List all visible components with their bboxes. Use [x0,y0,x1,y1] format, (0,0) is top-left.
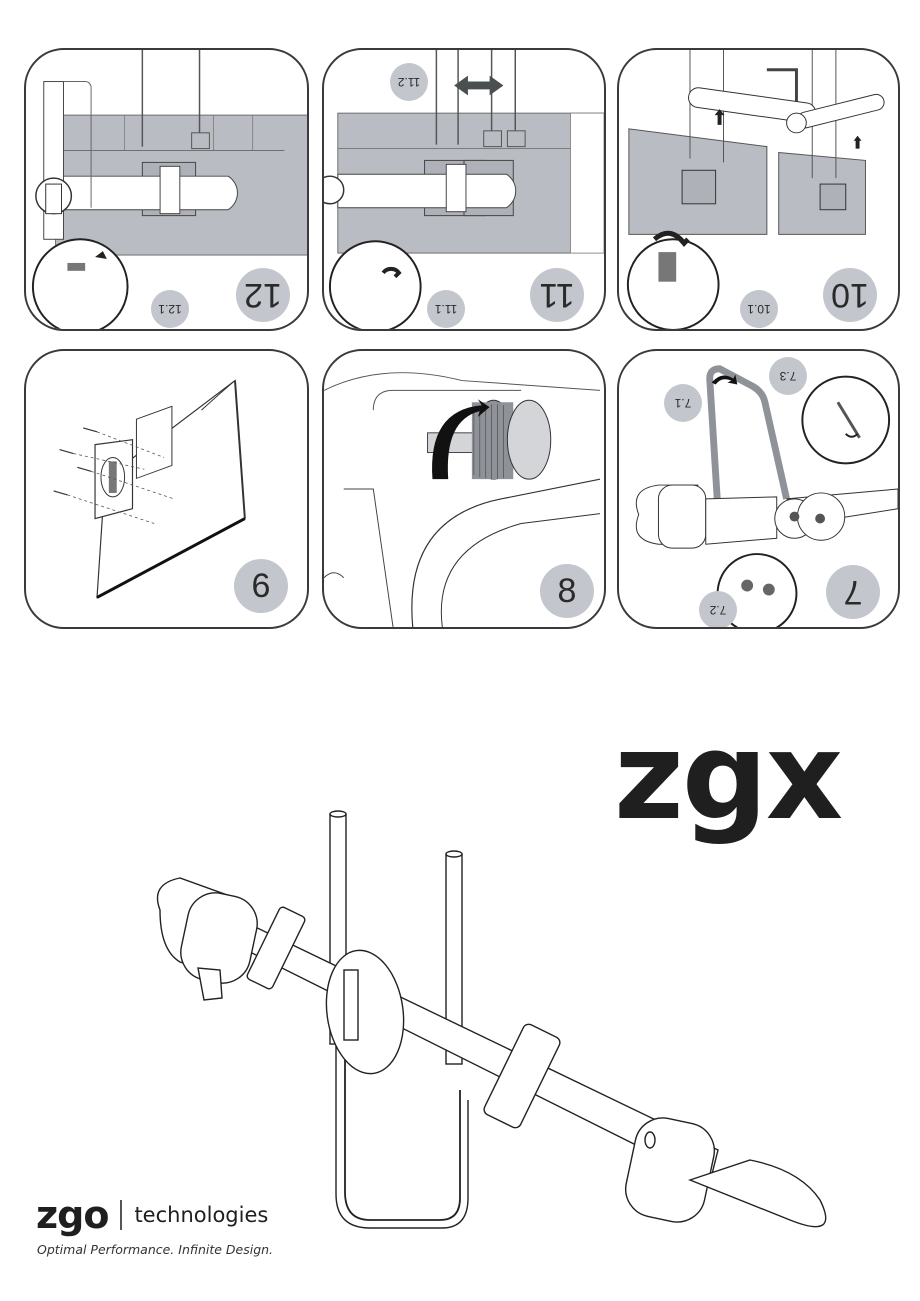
step-number: 11 [539,276,575,315]
step-12-panel: 12.1 12 [24,48,309,331]
company-suffix: technologies [134,1203,269,1227]
rotate-arrow-icon [432,399,490,480]
substep-label: 11.2 [397,75,421,89]
step-6-panel: 6 [24,349,309,629]
step-number-badge: 8 [540,564,594,618]
product-illustration [156,810,827,1229]
step-number-badge: 10 [823,268,877,322]
rotate-arrow-icon [711,374,738,385]
step-number-badge: 12 [236,268,290,322]
company-tagline: Optimal Performance. Infinite Design. [37,1242,274,1257]
logo-divider [120,1200,123,1230]
substep-label: 10.1 [747,302,771,316]
step-number: 8 [557,571,577,610]
product-logo: zgx [614,708,843,847]
slide-arrow-icon [454,75,504,96]
substep-badge: 11.1 [427,290,465,328]
step-number: 12 [244,276,282,315]
step-number: 6 [251,566,271,605]
company-mark: zgo [36,1193,109,1237]
step-10-panel: 10.1 10 [617,48,900,331]
step-7-panel: 7.1 7.2 7.3 7 [617,349,900,629]
step-number-badge: 11 [530,268,584,322]
step-6-illustration [53,379,246,599]
step-8-illustration [324,372,601,627]
substep-label: 12.1 [158,302,182,316]
substep-badge: 10.1 [740,290,778,328]
substep-badge: 7.2 [699,591,737,627]
step-number: 7 [843,573,863,612]
step-10-illustration [626,50,885,329]
substep-badge: 12.1 [151,290,189,328]
substep-label: 7.2 [709,603,727,617]
step-12-illustration [31,50,307,329]
company-logo: zgo technologies [36,1196,268,1234]
step-7-illustration [635,365,898,627]
step-11-illustration [324,50,604,329]
step-number-badge: 7 [826,565,880,619]
step-8-panel: 8 [322,349,606,629]
step-number-badge: 6 [234,559,288,613]
step-number: 10 [831,276,869,315]
substep-badge: 7.1 [664,384,702,422]
substep-badge: 7.3 [769,357,807,395]
substep-badge: 11.2 [390,63,428,101]
substep-label: 7.1 [674,396,692,410]
step-11-panel: 11.2 11.1 11 [322,48,606,331]
substep-label: 11.1 [434,302,458,316]
substep-label: 7.3 [779,369,797,383]
